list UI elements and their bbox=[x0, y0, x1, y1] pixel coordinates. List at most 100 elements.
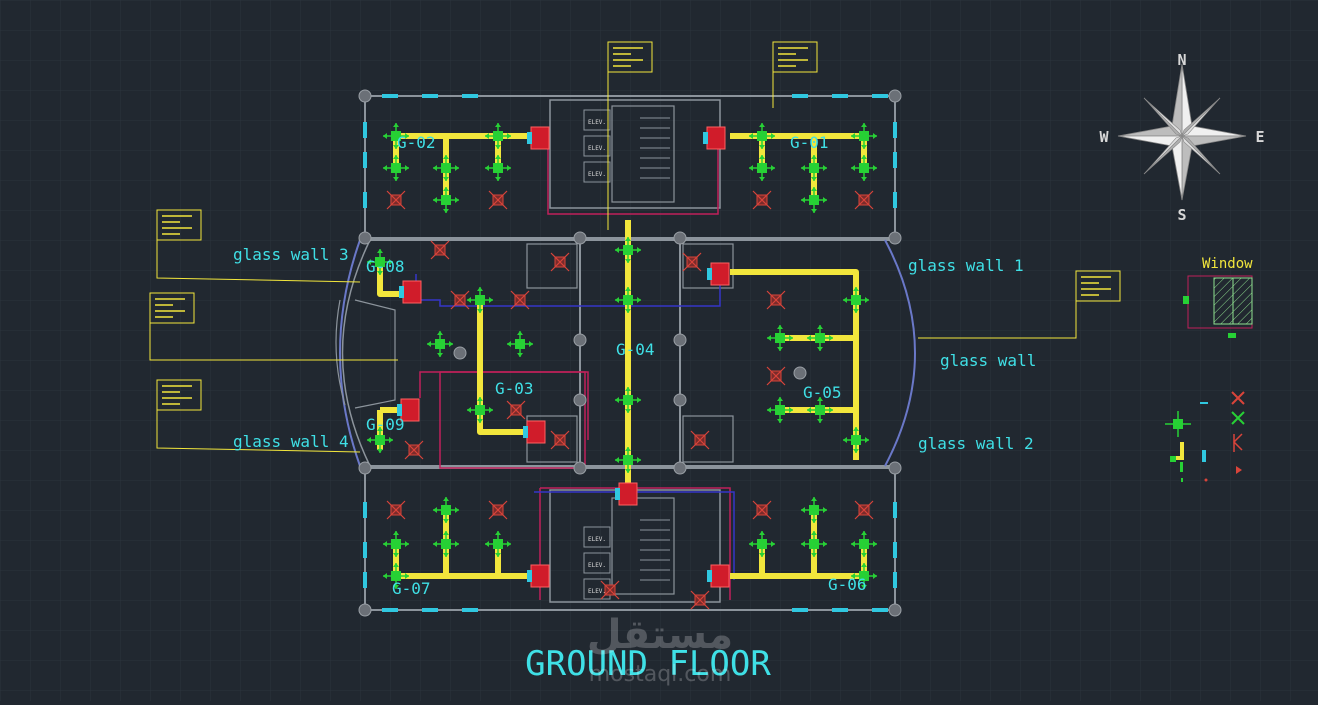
window-mark bbox=[893, 572, 897, 588]
diffuser-throw bbox=[615, 237, 641, 263]
unit-connection bbox=[527, 132, 532, 144]
elevator-label: ELEV. bbox=[588, 119, 606, 126]
diffuser-throw bbox=[767, 325, 793, 351]
compass-north: N bbox=[1177, 51, 1186, 69]
supply-diffuser bbox=[851, 563, 877, 589]
window-mark bbox=[893, 152, 897, 168]
glass-wall-1-label: glass wall 1 bbox=[908, 256, 1024, 275]
window-mark bbox=[792, 608, 808, 612]
window-mark bbox=[363, 192, 367, 208]
unit-connection bbox=[707, 268, 712, 280]
window-mark bbox=[462, 94, 478, 98]
diffuser-throw bbox=[433, 531, 459, 557]
zone-label-g02: G-02 bbox=[397, 133, 436, 152]
fan-coil-unit bbox=[397, 398, 420, 422]
exhaust-cross bbox=[752, 190, 772, 210]
supply-diffuser bbox=[801, 531, 827, 557]
glass-wall-4-label: glass wall 4 bbox=[233, 432, 349, 451]
diffuser-throw bbox=[427, 331, 453, 357]
exhaust-grille bbox=[766, 290, 786, 310]
column-mark bbox=[888, 603, 902, 617]
note-frame bbox=[772, 41, 818, 73]
exhaust-cross bbox=[682, 252, 702, 272]
legend-diffuser-throw bbox=[1165, 411, 1191, 437]
unit-body bbox=[526, 420, 546, 444]
exhaust-cross bbox=[450, 290, 470, 310]
elevator-label: ELEV. bbox=[588, 588, 606, 595]
compass-rose: N S E W bbox=[1099, 51, 1264, 224]
window-mark bbox=[363, 572, 367, 588]
column-mark bbox=[358, 89, 372, 103]
window-mark bbox=[363, 122, 367, 138]
exhaust-cross bbox=[488, 190, 508, 210]
supply-diffuser bbox=[383, 123, 409, 149]
supply-diffuser bbox=[843, 287, 869, 313]
diffuser-throw bbox=[433, 187, 459, 213]
exhaust-grille bbox=[600, 580, 620, 600]
supply-diffuser bbox=[433, 155, 459, 181]
exhaust-grille bbox=[506, 400, 526, 420]
supply-diffuser bbox=[801, 187, 827, 213]
exhaust-grille bbox=[752, 190, 772, 210]
window-mark bbox=[893, 502, 897, 518]
supply-diffuser bbox=[367, 427, 393, 453]
exhaust-cross bbox=[766, 366, 786, 386]
window-mark bbox=[872, 94, 888, 98]
diffuser-throw bbox=[383, 531, 409, 557]
exhaust-grille bbox=[854, 190, 874, 210]
spec-note bbox=[1075, 270, 1121, 302]
diffuser-throw bbox=[801, 531, 827, 557]
exhaust-cross bbox=[854, 500, 874, 520]
window-mark bbox=[893, 122, 897, 138]
diffuser-throw bbox=[485, 155, 511, 181]
window-mark bbox=[363, 152, 367, 168]
window-mark bbox=[792, 94, 808, 98]
supply-diffuser bbox=[433, 497, 459, 523]
supply-diffuser bbox=[383, 563, 409, 589]
diffuser-throw bbox=[433, 497, 459, 523]
unit-connection bbox=[397, 404, 402, 416]
exhaust-grille bbox=[690, 590, 710, 610]
supply-diffuser bbox=[807, 325, 833, 351]
window-mark bbox=[422, 94, 438, 98]
window-mark bbox=[382, 94, 398, 98]
supply-diffuser bbox=[433, 187, 459, 213]
diffuser-throw bbox=[749, 123, 775, 149]
column-mark bbox=[793, 366, 807, 380]
diffuser-throw bbox=[843, 427, 869, 453]
supply-diffuser bbox=[807, 397, 833, 423]
column-mark bbox=[888, 231, 902, 245]
supply-diffuser bbox=[749, 531, 775, 557]
diffuser-throw bbox=[507, 331, 533, 357]
exhaust-cross bbox=[506, 400, 526, 420]
exhaust-grille bbox=[682, 252, 702, 272]
column-mark bbox=[673, 231, 687, 245]
exhaust-cross bbox=[510, 290, 530, 310]
legend-arrow bbox=[1236, 466, 1242, 474]
symbol-legend bbox=[1165, 391, 1245, 482]
spec-note-boxes bbox=[149, 41, 1121, 411]
diffuser-throw bbox=[467, 287, 493, 313]
fan-coil-unit bbox=[527, 564, 550, 588]
exhaust-cross bbox=[854, 190, 874, 210]
window-mark bbox=[872, 608, 888, 612]
supply-diffuser bbox=[507, 331, 533, 357]
glass-wall-labels: glass wall 1 glass wall 2 glass wall 3 g… bbox=[233, 245, 1036, 453]
elevator-label: ELEV. bbox=[588, 562, 606, 569]
diffuser-throw bbox=[367, 249, 393, 275]
spec-note bbox=[772, 41, 818, 73]
diffuser-throw bbox=[851, 155, 877, 181]
zone-label-g07: G-07 bbox=[392, 579, 431, 598]
zone-label-g03: G-03 bbox=[495, 379, 534, 398]
exhaust-grille bbox=[386, 190, 406, 210]
unit-connection bbox=[523, 426, 528, 438]
note-frame bbox=[1075, 270, 1121, 302]
spec-note bbox=[156, 379, 202, 411]
fan-coil-units bbox=[397, 126, 730, 588]
exhaust-grille bbox=[488, 190, 508, 210]
diffuser-throw bbox=[807, 325, 833, 351]
window-legend: Window bbox=[1183, 256, 1253, 338]
supply-diffuser bbox=[383, 155, 409, 181]
supply-diffuser bbox=[433, 531, 459, 557]
